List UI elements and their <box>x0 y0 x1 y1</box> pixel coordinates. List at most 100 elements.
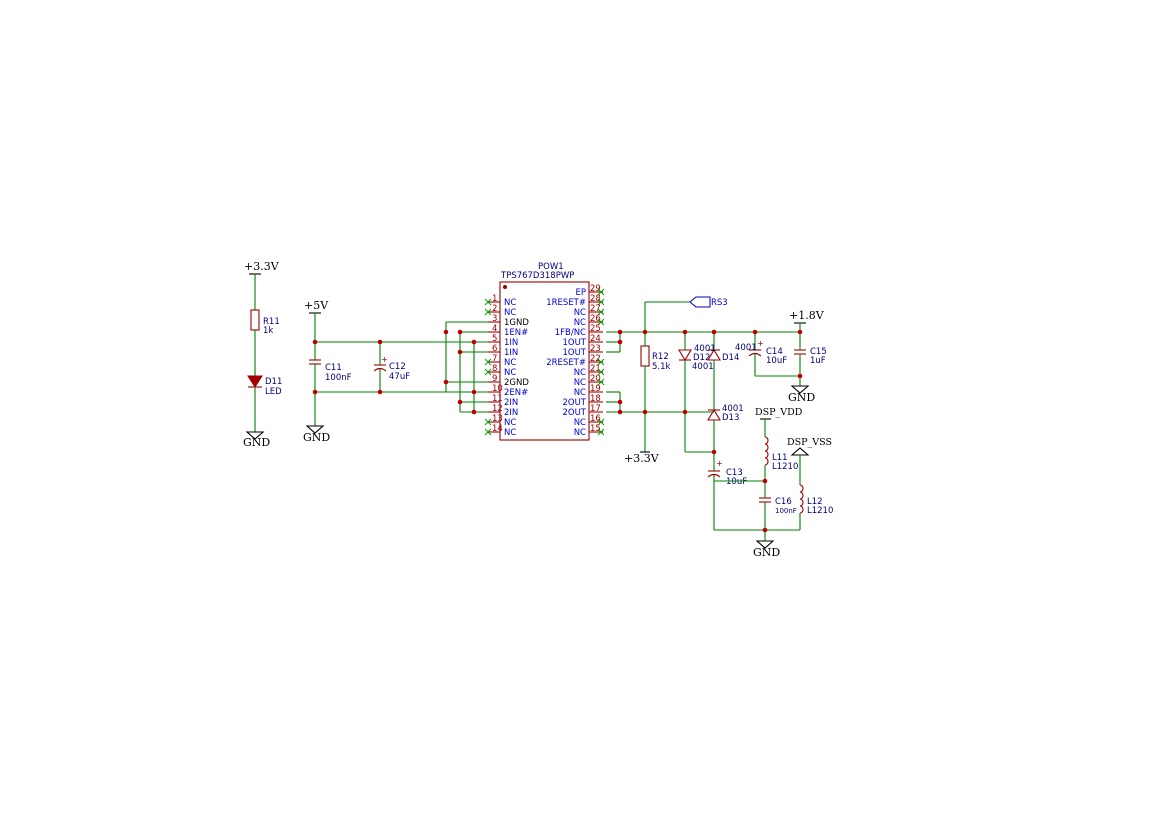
gnd-symbol-1 <box>245 431 265 440</box>
pin-number: 6 <box>492 344 497 354</box>
pin-number: 10 <box>492 384 503 394</box>
c14-value-prefix: 4001 <box>735 343 757 353</box>
left-pin-wiring <box>445 321 498 413</box>
gnd-symbol-3 <box>790 385 810 394</box>
pin-number: 21 <box>590 364 601 374</box>
pin-name: NC <box>504 368 516 378</box>
power-label-5v: +5V <box>304 299 329 312</box>
pin-number: 26 <box>590 314 601 324</box>
pin-number: 16 <box>590 414 601 424</box>
ic-right-pin-26: 26 NC <box>574 314 605 328</box>
pin-name: NC <box>504 358 516 368</box>
l12-ref: L12 <box>807 497 823 507</box>
r12-value: 5.1k <box>652 362 671 372</box>
ic-right-pin-25: 25 1FB/NC <box>555 324 603 338</box>
pin-name: NC <box>574 368 586 378</box>
pin-name: 1OUT <box>562 338 586 348</box>
svg-text:+: + <box>716 459 723 468</box>
pin-name: NC <box>574 318 586 328</box>
pin-number: 20 <box>590 374 601 384</box>
pin-name: 1FB/NC <box>555 328 586 338</box>
inductor-l11 <box>764 436 769 466</box>
c12-ref: C12 <box>389 362 406 372</box>
pin-name: NC <box>574 308 586 318</box>
pin-name: NC <box>504 418 516 428</box>
r12-ref: R12 <box>652 352 669 362</box>
pin-name: 2OUT <box>562 398 586 408</box>
gnd-label-2: GND <box>303 431 330 444</box>
resistor-r11 <box>250 309 260 331</box>
pin-number: 18 <box>590 394 601 404</box>
pin-number: 25 <box>590 324 601 334</box>
pin-number: 11 <box>492 394 503 404</box>
pin-number: 5 <box>492 334 497 344</box>
d13-value: 4001 <box>722 404 744 414</box>
pin-number: 14 <box>492 424 503 434</box>
pin-name: 2IN <box>504 398 518 408</box>
pin-number: 22 <box>590 354 601 364</box>
pin-name: NC <box>574 428 586 438</box>
l11-value: L1210 <box>772 462 798 472</box>
pin-number: 8 <box>492 364 497 374</box>
d11-ref: D11 <box>265 377 282 387</box>
gnd-label-4: GND <box>753 546 780 559</box>
ic-right-pin-18: 18 2OUT <box>562 394 603 408</box>
d11-value: LED <box>265 387 282 397</box>
pin-name: NC <box>574 378 586 388</box>
c13-value: 10uF <box>726 477 747 487</box>
pin-name: 2IN <box>504 408 518 418</box>
diode-d12-icon <box>678 349 692 362</box>
d12-value: 4001 <box>692 362 714 372</box>
c14-value: 10uF <box>766 356 787 366</box>
rs3-label: RS3 <box>711 298 728 308</box>
ic-ref: POW1 <box>538 262 564 272</box>
dsp-vdd-label: DSP_VDD <box>755 407 803 418</box>
d13-ref: D13 <box>722 413 739 423</box>
c15-ref: C15 <box>810 347 827 357</box>
input-capacitors: +5V C11 100nF GND + C12 47uF <box>303 299 498 444</box>
gnd-label-1: GND <box>243 436 270 449</box>
pin-number: 29 <box>590 284 601 294</box>
ic-right-pin-24: 24 1OUT <box>562 334 603 348</box>
pin-name: NC <box>574 388 586 398</box>
gnd-symbol-4 <box>755 540 775 549</box>
pin-number: 13 <box>492 414 503 424</box>
c16-value: 100nF <box>775 507 797 515</box>
pin-name: 1EN# <box>504 328 528 338</box>
ic-right-pin-20: 20 NC <box>574 374 605 388</box>
d12-ref: D12 <box>693 353 710 363</box>
pin-name: 1IN <box>504 338 518 348</box>
pin-name: NC <box>504 308 516 318</box>
pin-number: 3 <box>492 314 497 324</box>
gnd-label-3: GND <box>788 391 815 404</box>
pin-name: NC <box>574 418 586 428</box>
c14-ref: C14 <box>766 347 783 357</box>
c15-value: 1uF <box>810 356 826 366</box>
pin-name: NC <box>504 428 516 438</box>
r11-ref: R11 <box>263 317 280 327</box>
ic-right-pin-16: 16 NC <box>574 414 605 428</box>
inductor-l12 <box>799 484 804 514</box>
pin-number: 24 <box>590 334 601 344</box>
pin-number: 17 <box>590 404 601 414</box>
svg-text:+: + <box>381 355 388 364</box>
pin-number: 19 <box>590 384 601 394</box>
r11-value: 1k <box>263 326 273 336</box>
pin-number: 15 <box>590 424 601 434</box>
ic-value: TPS767D318PWP <box>500 271 574 281</box>
d14-value: 4001 <box>694 344 716 354</box>
pin-number: 7 <box>492 354 497 364</box>
ic-right-pin-19: 19 NC <box>574 384 603 398</box>
led-indicator-circuit: +3.3V R11 1k D11 LED GND <box>243 260 282 449</box>
rs3-net-label-icon <box>689 296 711 308</box>
